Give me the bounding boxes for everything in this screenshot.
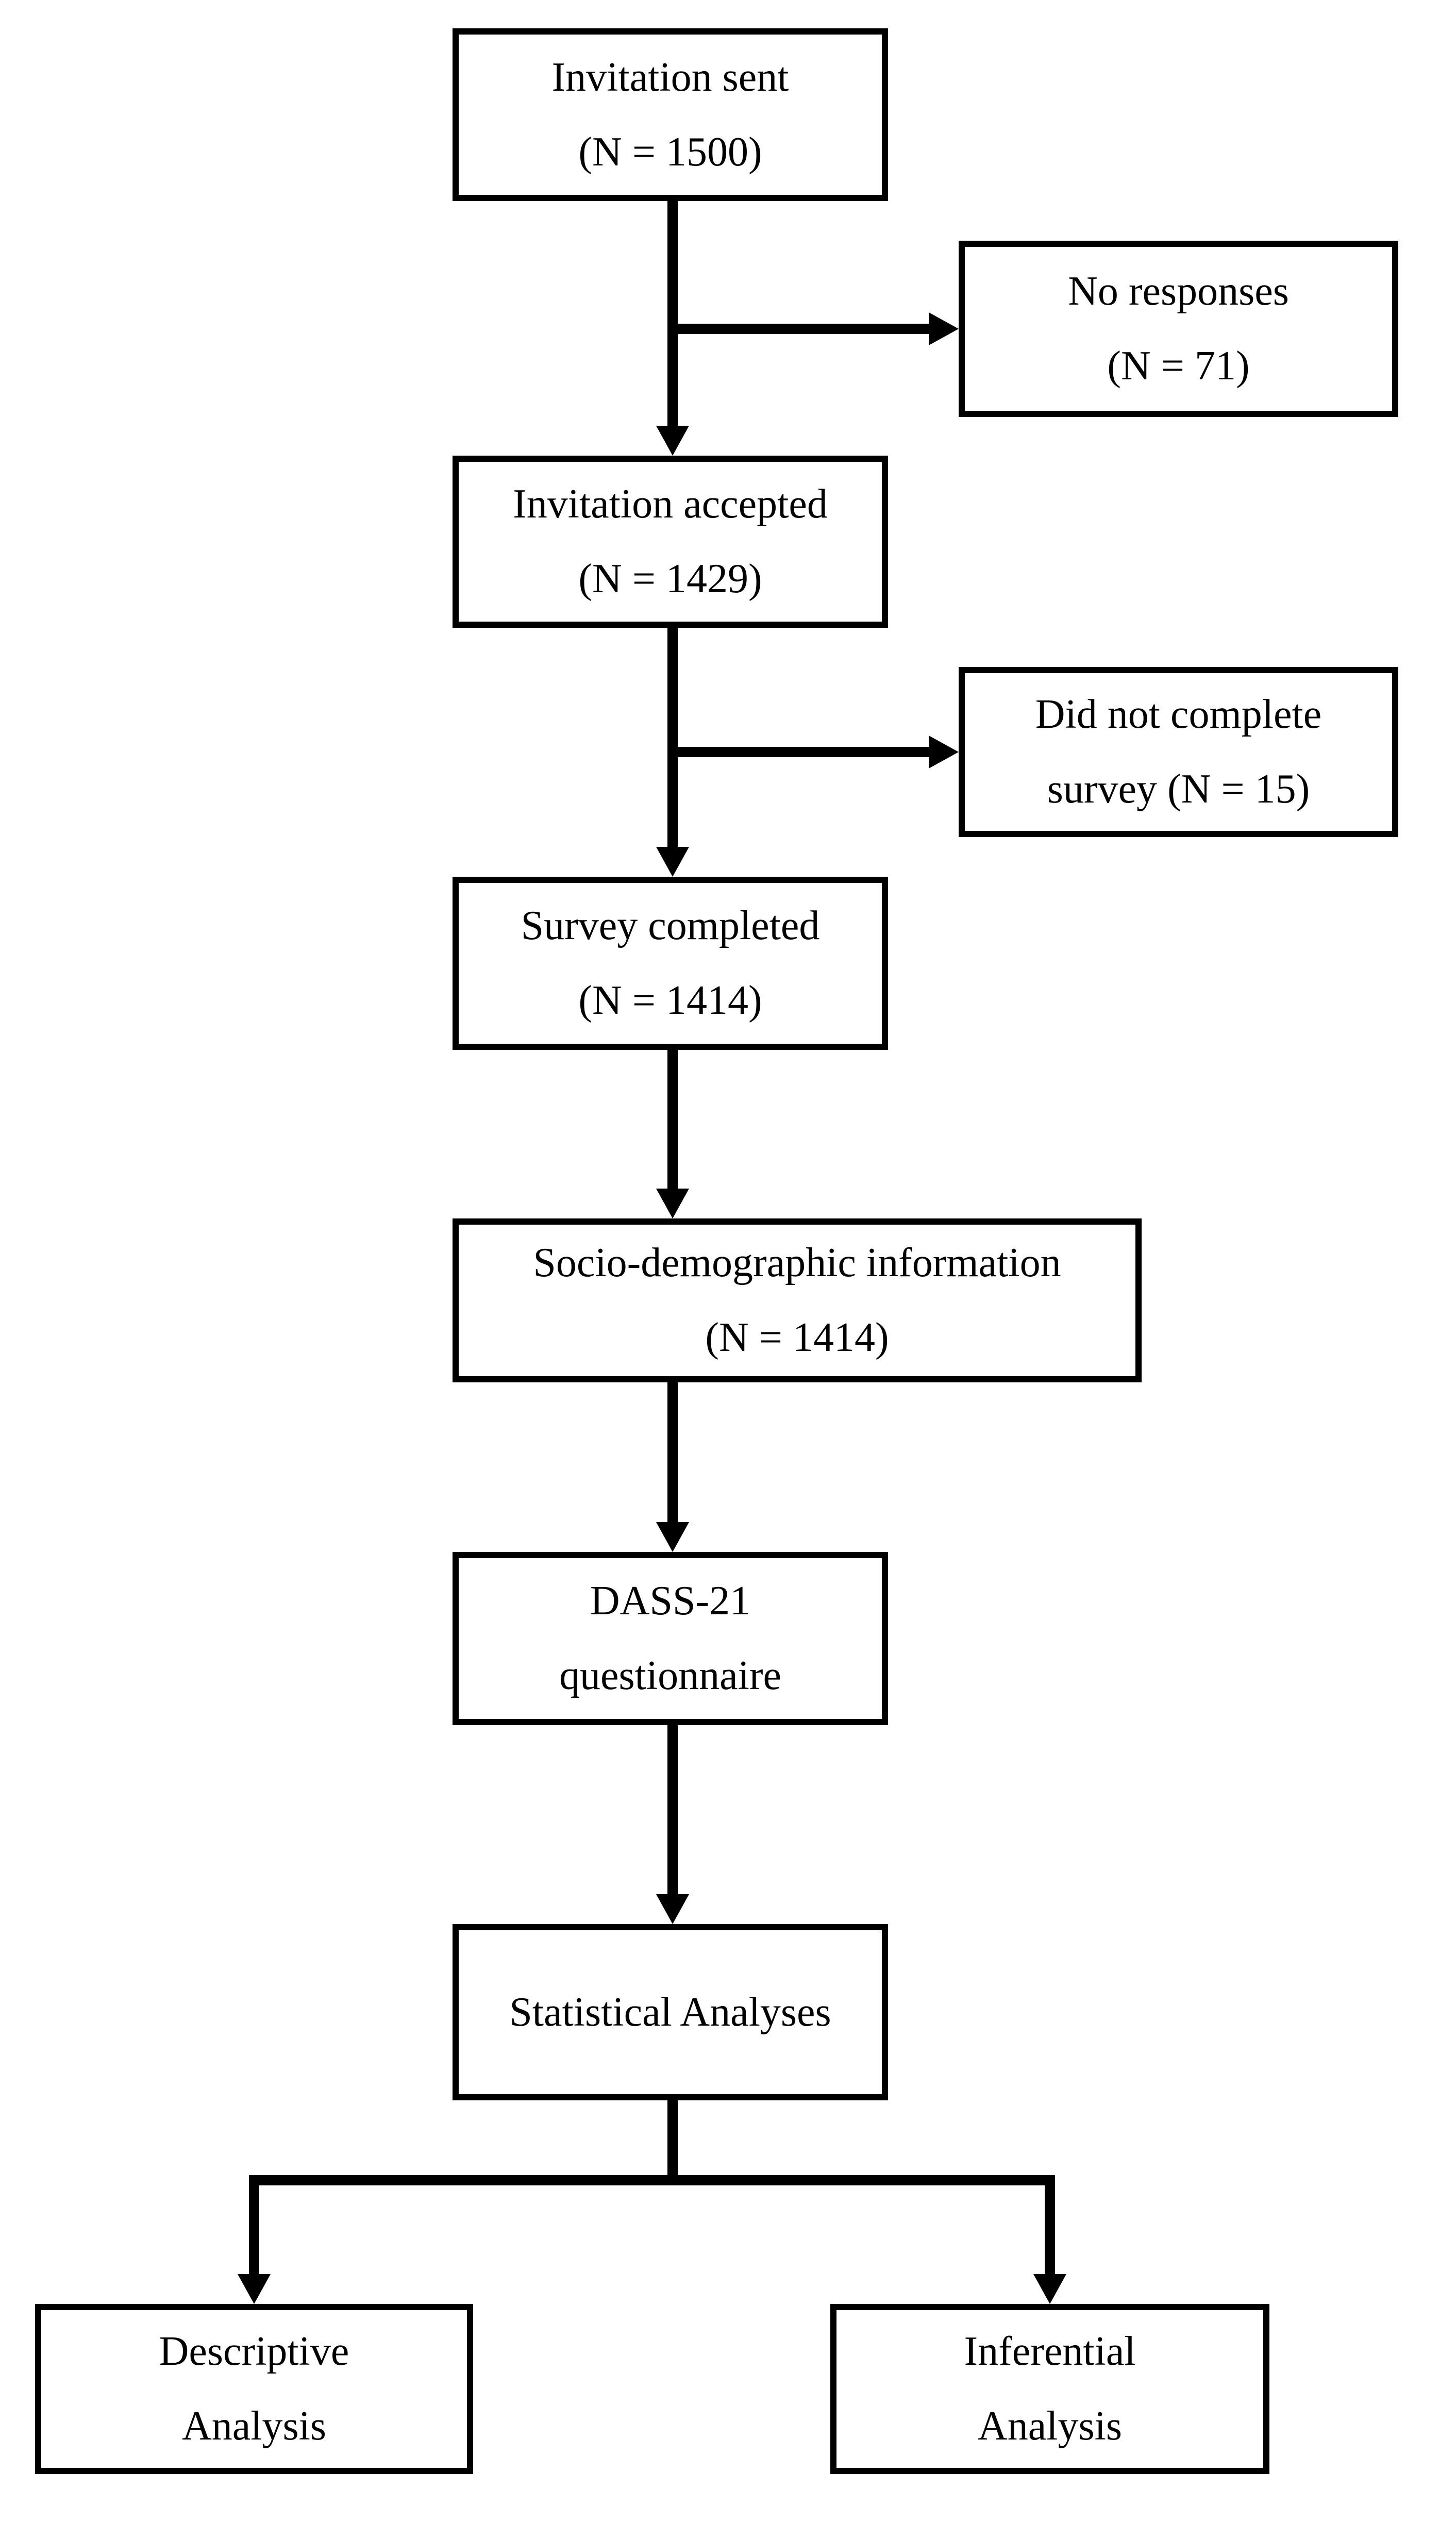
connector-split-to-inferential	[1045, 2185, 1055, 2276]
arrowhead-down-icon	[656, 1522, 689, 1552]
connector-accepted-to-completed	[667, 628, 678, 849]
node-text-line: (N = 1429)	[578, 556, 762, 601]
connector-branch-to-no-responses	[673, 324, 930, 334]
node-text-line: Invitation sent	[551, 54, 789, 100]
node-text-line: No responses	[1068, 269, 1289, 314]
node-text-line: Analysis	[182, 2403, 326, 2449]
node-invitation-accepted: Invitation accepted (N = 1429)	[453, 456, 888, 628]
node-text-line: Inferential	[964, 2329, 1136, 2374]
connector-split-bar	[249, 2175, 1055, 2185]
node-socio-demographic-information: Socio-demographic information (N = 1414)	[453, 1218, 1142, 1382]
node-text-line: Did not complete	[1035, 692, 1322, 737]
connector-split-to-descriptive	[249, 2185, 259, 2276]
node-text-line: Invitation accepted	[513, 481, 828, 527]
node-text-line: Socio-demographic information	[533, 1240, 1061, 1285]
node-text-line: Survey completed	[521, 903, 820, 948]
node-text-line: survey (N = 15)	[1047, 766, 1310, 812]
arrowhead-down-icon	[656, 847, 689, 877]
node-invitation-sent: Invitation sent (N = 1500)	[453, 28, 888, 201]
node-no-responses: No responses (N = 71)	[959, 241, 1398, 417]
connector-stats-stem	[667, 2100, 678, 2185]
node-text-line: (N = 1414)	[705, 1315, 889, 1360]
arrowhead-down-icon	[1033, 2274, 1066, 2304]
node-statistical-analyses: Statistical Analyses	[453, 1924, 888, 2100]
arrowhead-down-icon	[656, 1189, 689, 1218]
node-text-line: questionnaire	[559, 1653, 781, 1698]
node-text-line: Descriptive	[159, 2329, 349, 2374]
node-text-line: DASS-21	[590, 1578, 751, 1624]
node-dass-21-questionnaire: DASS-21 questionnaire	[453, 1552, 888, 1725]
arrowhead-right-icon	[929, 736, 959, 768]
connector-sent-to-accepted	[667, 201, 678, 428]
arrowhead-down-icon	[238, 2274, 271, 2304]
arrowhead-right-icon	[929, 312, 959, 345]
node-descriptive-analysis: Descriptive Analysis	[35, 2304, 473, 2474]
node-survey-completed: Survey completed (N = 1414)	[453, 877, 888, 1050]
node-text-line: Statistical Analyses	[509, 1989, 831, 2035]
node-did-not-complete-survey: Did not complete survey (N = 15)	[959, 667, 1398, 837]
node-text-line: (N = 71)	[1107, 343, 1250, 389]
connector-branch-to-did-not-complete	[673, 747, 930, 757]
node-text-line: (N = 1500)	[578, 129, 762, 175]
node-text-line: (N = 1414)	[578, 978, 762, 1023]
node-text-line: Analysis	[978, 2403, 1122, 2449]
node-inferential-analysis: Inferential Analysis	[830, 2304, 1269, 2474]
connector-completed-to-socio	[667, 1048, 678, 1191]
arrowhead-down-icon	[656, 1894, 689, 1924]
arrowhead-down-icon	[656, 426, 689, 456]
connector-socio-to-dass21	[667, 1382, 678, 1524]
connector-dass21-to-stats	[667, 1725, 678, 1896]
